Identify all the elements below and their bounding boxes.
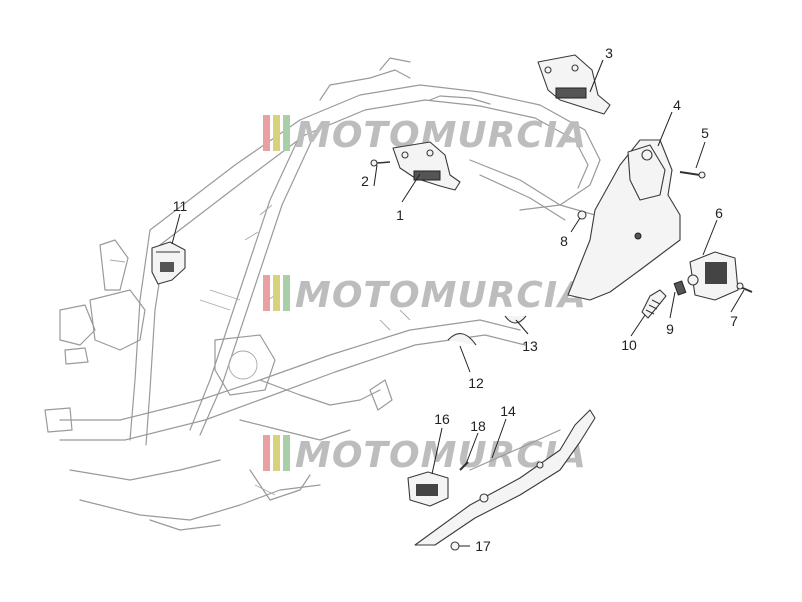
part-7-bolt bbox=[736, 282, 753, 293]
callout-16: 16 bbox=[434, 411, 450, 427]
part-12-ring-clip bbox=[447, 333, 477, 346]
part-8-nut bbox=[577, 210, 587, 220]
callout-13: 13 bbox=[522, 338, 538, 354]
callout-11: 11 bbox=[173, 198, 188, 214]
watermark-bottom: MOTOMURCIA bbox=[263, 435, 586, 476]
callout-5: 5 bbox=[701, 125, 709, 141]
callout-10: 10 bbox=[621, 337, 637, 353]
leader-lines bbox=[171, 59, 745, 547]
callout-7: 7 bbox=[730, 313, 738, 329]
part-4-bracket bbox=[567, 139, 681, 301]
part-14-long-bracket bbox=[414, 409, 596, 546]
part-3-hinge-plate bbox=[537, 54, 611, 115]
part-17-nut bbox=[450, 541, 460, 551]
part-9-fitting bbox=[673, 280, 687, 296]
watermark-text: MOTOMURCIA bbox=[295, 275, 587, 316]
callout-3: 3 bbox=[605, 45, 613, 61]
part-13-ring-clip bbox=[504, 315, 527, 324]
callout-9: 9 bbox=[666, 321, 674, 337]
part-5-bolt bbox=[679, 171, 706, 179]
callout-numbers: 2 1 3 4 5 6 7 8 9 10 11 12 13 14 16 18 1… bbox=[173, 45, 738, 554]
callout-12: 12 bbox=[468, 375, 484, 391]
callout-2: 2 bbox=[361, 173, 369, 189]
part-1-hinge-plate bbox=[392, 141, 461, 191]
callout-1: 1 bbox=[396, 207, 404, 223]
callout-17: 17 bbox=[475, 538, 491, 554]
watermark-middle: MOTOMURCIA bbox=[263, 275, 587, 316]
part-11-clamp bbox=[151, 241, 186, 285]
callout-14: 14 bbox=[500, 403, 516, 419]
callout-4: 4 bbox=[673, 97, 681, 113]
callout-6: 6 bbox=[715, 205, 723, 221]
part-10-spring bbox=[641, 289, 667, 319]
part-2-screw bbox=[370, 159, 391, 167]
watermark-text: MOTOMURCIA bbox=[295, 115, 587, 156]
part-6-actuator bbox=[687, 251, 739, 301]
watermark-top: MOTOMURCIA bbox=[263, 115, 587, 156]
callout-8: 8 bbox=[560, 233, 568, 249]
callout-18: 18 bbox=[470, 418, 486, 434]
part-16-bracket bbox=[407, 471, 449, 507]
